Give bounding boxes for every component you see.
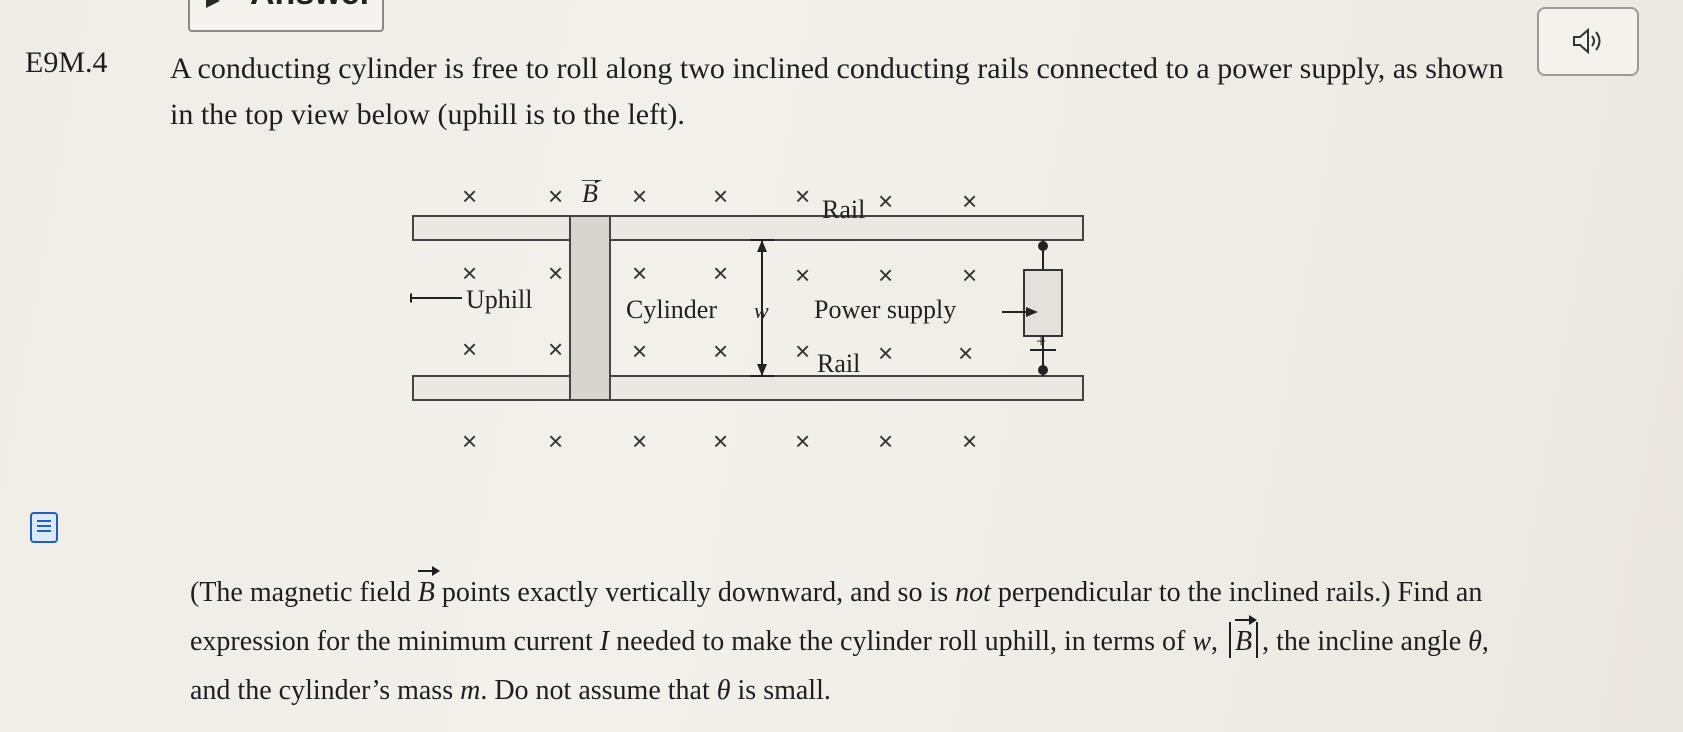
width-arrow bbox=[750, 239, 774, 377]
field-cross: × bbox=[713, 258, 728, 288]
uphill-label: Uphill bbox=[466, 285, 532, 314]
symbol-I: I bbox=[599, 626, 610, 657]
question-part: , bbox=[1211, 626, 1225, 657]
abs-bar-right bbox=[1256, 622, 1259, 658]
field-cross: × bbox=[632, 258, 647, 288]
field-cross: × bbox=[548, 426, 563, 456]
vector-B: B bbox=[417, 566, 441, 617]
cylinder-bar bbox=[569, 215, 611, 401]
speaker-icon bbox=[1573, 27, 1601, 55]
field-cross: × bbox=[548, 334, 563, 364]
plus-sign: + bbox=[1036, 331, 1046, 351]
field-cross: × bbox=[632, 336, 647, 366]
answer-tab[interactable]: Answer bbox=[188, 0, 384, 32]
field-cross: × bbox=[795, 181, 810, 211]
field-cross: × bbox=[795, 336, 810, 366]
symbol-w: w bbox=[1192, 626, 1211, 657]
field-cross: × bbox=[462, 258, 477, 288]
rail-top-label: Rail bbox=[822, 195, 865, 224]
field-cross: × bbox=[462, 426, 477, 456]
question-part: is small. bbox=[730, 675, 831, 706]
expand-triangle-icon bbox=[206, 0, 220, 8]
vector-B-magnitude: B bbox=[1235, 615, 1258, 666]
question-part: perpendicular to the inclined rails.) Fi… bbox=[190, 577, 1483, 657]
rail-bottom-label: Rail bbox=[817, 349, 860, 378]
field-cross: × bbox=[462, 334, 477, 364]
width-label: w bbox=[754, 298, 769, 323]
field-vector-arrow bbox=[582, 180, 602, 184]
problem-number: E9M.4 bbox=[25, 46, 108, 79]
emphasis-not: not bbox=[955, 577, 991, 608]
question-part: , the incline angle bbox=[1262, 626, 1469, 657]
symbol-theta: θ bbox=[1468, 626, 1482, 657]
field-cross: × bbox=[795, 260, 810, 290]
field-cross: × bbox=[878, 186, 893, 216]
question-part: (The magnetic field bbox=[190, 577, 418, 608]
bottom-rail bbox=[412, 375, 1084, 401]
cylinder-label: Cylinder bbox=[626, 295, 717, 324]
field-cross: × bbox=[962, 426, 977, 456]
field-cross: × bbox=[878, 338, 893, 368]
power-supply-symbol bbox=[1002, 240, 1063, 376]
answer-label: Answer bbox=[250, 0, 373, 13]
field-cross: × bbox=[795, 426, 810, 456]
field-cross: × bbox=[548, 258, 563, 288]
question-part: , and the cylinder’s mass bbox=[190, 626, 1489, 706]
field-cross: × bbox=[632, 426, 647, 456]
field-cross: × bbox=[548, 181, 563, 211]
field-cross: × bbox=[878, 426, 893, 456]
problem-intro: A conducting cylinder is free to roll al… bbox=[170, 52, 1504, 131]
symbol-theta: θ bbox=[716, 675, 731, 706]
question-part: points exactly vertically downward, and … bbox=[434, 577, 956, 608]
abs-bar-left bbox=[1229, 622, 1231, 658]
field-B-label: B bbox=[582, 180, 598, 208]
field-cross: × bbox=[962, 260, 977, 290]
audio-button[interactable] bbox=[1537, 7, 1639, 76]
rail-diagram: + × × × × × × × × × × × × × × × × × × × … bbox=[410, 180, 1084, 456]
symbol-m: m bbox=[460, 675, 481, 706]
field-cross: × bbox=[632, 181, 647, 211]
field-cross: × bbox=[962, 186, 977, 216]
uphill-arrow bbox=[410, 293, 462, 303]
field-cross: × bbox=[713, 336, 728, 366]
notes-icon[interactable] bbox=[30, 512, 58, 543]
field-cross: × bbox=[462, 181, 477, 211]
field-cross: × bbox=[958, 338, 973, 368]
question-part: . Do not assume that bbox=[480, 675, 717, 706]
field-cross: × bbox=[713, 181, 728, 211]
top-rail bbox=[412, 215, 1084, 241]
question-part: needed to make the cylinder roll uphill,… bbox=[609, 626, 1193, 657]
power-supply-label: Power supply bbox=[814, 295, 956, 324]
field-cross: × bbox=[878, 260, 893, 290]
question-text: (The magnetic field B points exactly ver… bbox=[190, 566, 1490, 715]
field-cross: × bbox=[713, 426, 728, 456]
